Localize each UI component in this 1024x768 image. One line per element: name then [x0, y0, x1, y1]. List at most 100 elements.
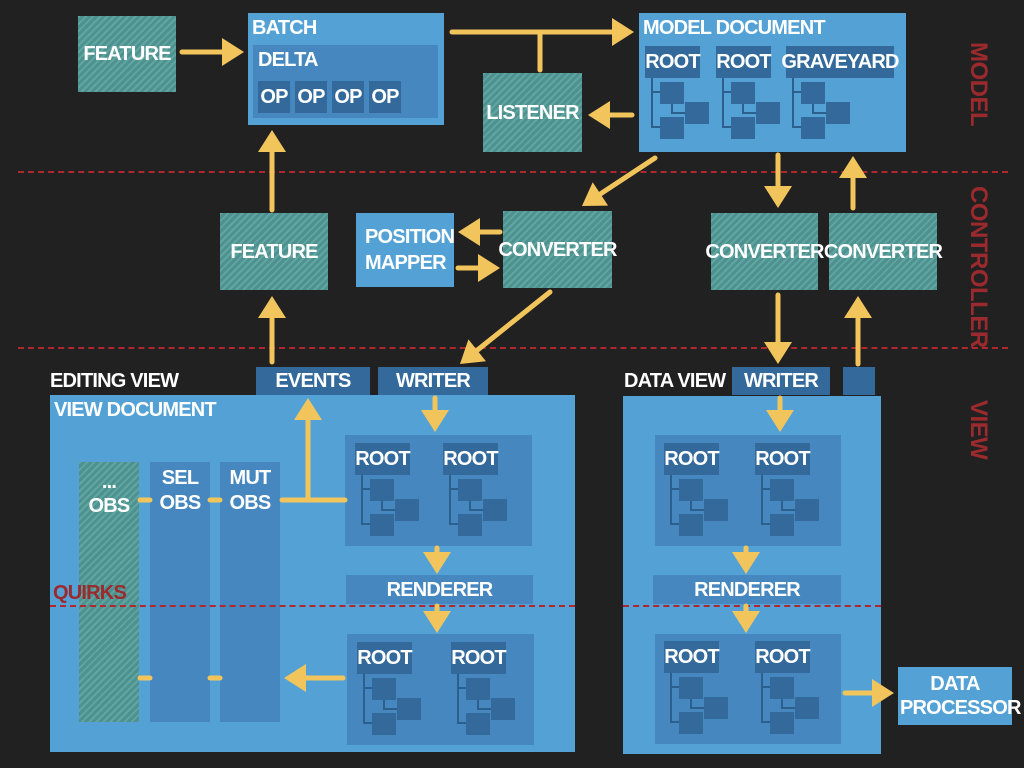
op-box[interactable]: OP [258, 81, 290, 113]
editing-renderer-box[interactable]: RENDERER [346, 575, 533, 604]
converter-data-up-box[interactable]: CONVERTER [824, 213, 943, 290]
editing-view-root[interactable]: ROOT [443, 443, 499, 475]
tree-node[interactable] [679, 677, 703, 699]
data-dom-root[interactable]: ROOT [755, 641, 811, 673]
tree-node[interactable] [704, 697, 728, 719]
tree-connector [363, 722, 373, 724]
editing-dom-root[interactable]: ROOT [357, 642, 413, 674]
data-view-root[interactable]: ROOT [664, 443, 720, 475]
op-box[interactable]: OP [369, 81, 401, 113]
writer-to-view-roots-arrow-icon [421, 410, 449, 432]
model-to-converter-arrow-icon [582, 182, 609, 206]
tree-node[interactable] [372, 713, 396, 735]
tree-connector [457, 687, 467, 689]
tree-connector [457, 674, 459, 724]
op-box[interactable]: OP [332, 81, 364, 113]
data-view-root[interactable]: ROOT [755, 443, 811, 475]
listener-box[interactable]: LISTENER [483, 73, 582, 152]
tree-connector [363, 687, 373, 689]
tree-node[interactable] [491, 698, 515, 720]
quirks-divider [50, 605, 575, 607]
view-roots-to-renderer-arrow-icon [423, 552, 451, 574]
tree-node[interactable] [795, 499, 819, 521]
tree-node[interactable] [679, 712, 703, 734]
tree-node[interactable] [756, 102, 780, 124]
batch-box[interactable]: BATCH DELTA OP OP OP OP [248, 13, 444, 125]
tree-node[interactable] [795, 697, 819, 719]
op-box[interactable]: OP [295, 81, 327, 113]
tree-node[interactable] [770, 712, 794, 734]
listener-label: LISTENER [486, 101, 579, 124]
tree-node[interactable] [770, 514, 794, 536]
converter-data-down-box[interactable]: CONVERTER [705, 213, 824, 290]
tree-node[interactable] [395, 499, 419, 521]
tree-node[interactable] [483, 499, 507, 521]
data-dom-root[interactable]: ROOT [664, 641, 720, 673]
data-processor-box[interactable]: DATA PROCESSOR [898, 667, 1021, 725]
data-processor-label: DATA PROCESSOR [900, 673, 1021, 719]
data-upcast-port[interactable] [843, 367, 875, 395]
tree-connector [670, 475, 672, 525]
editing-dom-root[interactable]: ROOT [451, 642, 507, 674]
model-to-listener-arrow-icon [588, 101, 610, 129]
tree-connector [457, 722, 467, 724]
tree-node[interactable] [801, 117, 825, 139]
converter-to-writer-shaft [474, 289, 553, 353]
tree-node[interactable] [458, 479, 482, 501]
data-renderer-box[interactable]: RENDERER [653, 575, 841, 604]
selection-observer-column[interactable]: SEL OBS [150, 462, 210, 722]
converter-editing-box[interactable]: CONVERTER [498, 211, 617, 288]
events-box[interactable]: EVENTS [256, 367, 370, 395]
controller-feature-box[interactable]: FEATURE [220, 213, 328, 290]
tree-node[interactable] [801, 82, 825, 104]
tree-node[interactable] [731, 82, 755, 104]
tree-node[interactable] [466, 713, 490, 735]
dom-to-observers-arrow-icon [284, 664, 306, 692]
data-writer-box[interactable]: WRITER [732, 367, 830, 395]
tree-node[interactable] [770, 479, 794, 501]
tree-connector [781, 691, 783, 709]
tree-node[interactable] [731, 117, 755, 139]
tree-node[interactable] [770, 677, 794, 699]
data-writer-to-view-roots-arrow-icon [766, 410, 794, 432]
tree-connector [381, 509, 397, 511]
tree-node[interactable] [685, 102, 709, 124]
other-observer-dots: ... [101, 471, 117, 493]
editing-writer-box[interactable]: WRITER [378, 367, 488, 395]
tree-node[interactable] [370, 514, 394, 536]
tree-node[interactable] [679, 514, 703, 536]
converter-data-down-label: CONVERTER [705, 240, 824, 263]
other-observer-column[interactable]: ... OBS [79, 462, 139, 722]
tree-connector [651, 91, 661, 93]
tree-node[interactable] [826, 102, 850, 124]
model-root[interactable]: ROOT [645, 46, 701, 78]
tree-node[interactable] [660, 82, 684, 104]
data-writer-label: WRITER [743, 370, 819, 392]
mapper-to-converter-arrow-icon [478, 254, 500, 282]
feature-to-batch-arrow-icon [222, 38, 244, 66]
tree-node[interactable] [458, 514, 482, 536]
tree-node[interactable] [397, 698, 421, 720]
mutation-observer-column[interactable]: MUT OBS [220, 462, 280, 722]
model-root[interactable]: ROOT [716, 46, 772, 78]
tree-connector [670, 673, 672, 723]
tree-node[interactable] [704, 499, 728, 521]
model-feature-box[interactable]: FEATURE [78, 16, 176, 92]
tree-connector [690, 691, 692, 709]
converter-to-writer-arrow-icon [460, 339, 486, 364]
tree-node[interactable] [370, 479, 394, 501]
converter-editing-label: CONVERTER [498, 238, 617, 261]
tree-node[interactable] [372, 678, 396, 700]
tree-connector [812, 112, 828, 114]
model-graveyard-root[interactable]: GRAVEYARD [781, 46, 899, 78]
position-mapper-box[interactable]: POSITION MAPPER [356, 213, 455, 287]
delta-box[interactable]: DELTA OP OP OP OP [253, 45, 438, 118]
tree-connector [381, 493, 383, 511]
editing-view-root[interactable]: ROOT [355, 443, 411, 475]
tree-node[interactable] [660, 117, 684, 139]
converter-data-up-label: CONVERTER [823, 240, 943, 263]
tree-node[interactable] [466, 678, 490, 700]
tree-node[interactable] [679, 479, 703, 501]
tree-connector [670, 686, 680, 688]
